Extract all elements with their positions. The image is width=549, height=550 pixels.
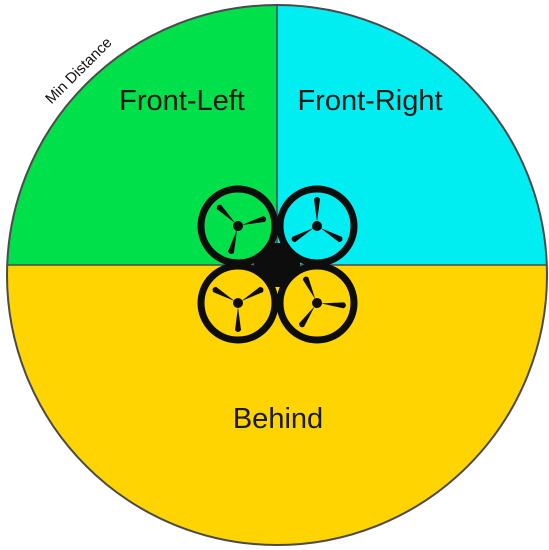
quadcopter-icon — [197, 185, 358, 344]
behind-label: Behind — [233, 403, 323, 435]
front-left-label: Front-Left — [119, 85, 245, 117]
min-distance-boundary — [6, 4, 548, 546]
front-right-label: Front-Right — [297, 85, 442, 117]
